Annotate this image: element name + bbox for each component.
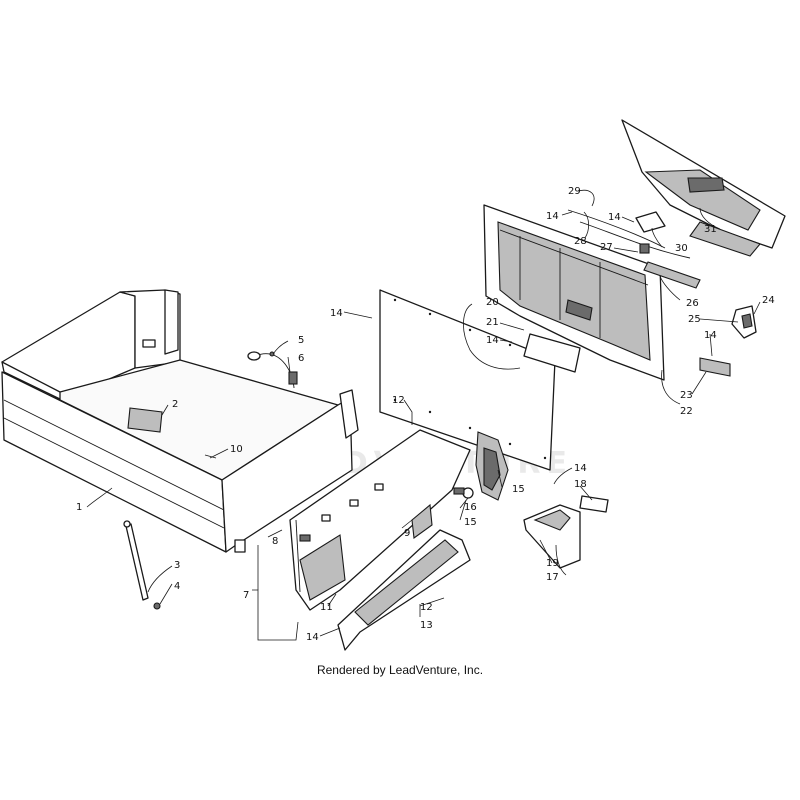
callout-26: 26	[686, 298, 699, 309]
callout-4: 4	[174, 581, 180, 592]
callout-9: 9	[404, 528, 410, 539]
callout-8: 8	[272, 536, 278, 547]
callout-18: 18	[574, 479, 587, 490]
part-cable-handle-assembly	[567, 209, 701, 289]
callout-25: 25	[688, 314, 701, 325]
callout-14-panel: 14	[330, 308, 343, 319]
callout-19: 19	[546, 558, 559, 569]
part-gas-strut	[123, 520, 161, 610]
render-credit: Rendered by LeadVenture, Inc.	[316, 663, 484, 677]
callout-15-lower: 15	[464, 517, 477, 528]
callout-31: 31	[704, 224, 717, 235]
callout-14-plate: 14	[704, 330, 717, 341]
callout-12-upper: 12	[392, 395, 405, 406]
part-tailgate-inner-panel	[289, 429, 471, 611]
callout-17: 17	[546, 572, 559, 583]
part-cargo-box	[1, 289, 359, 553]
callout-16: 16	[464, 502, 477, 513]
callout-21: 21	[486, 317, 499, 328]
callout-15-upper: 15	[512, 484, 525, 495]
part-outer-panel	[621, 119, 786, 257]
leader-lines	[86, 189, 761, 641]
callout-29: 29	[568, 186, 581, 197]
callout-22: 22	[680, 406, 693, 417]
callout-23: 23	[680, 390, 693, 401]
callout-14-handle: 14	[608, 212, 621, 223]
callout-28: 28	[574, 236, 587, 247]
part-plate	[699, 357, 731, 377]
callout-14-trim: 14	[306, 632, 319, 643]
callout-27: 27	[600, 242, 613, 253]
callout-14-cable: 14	[546, 211, 559, 222]
callout-14-tailgate: 14	[486, 335, 499, 346]
part-flat-panel	[379, 289, 556, 471]
part-lower-trim	[337, 529, 471, 651]
callout-labels: 1 2 3 4 5 6 7 8 9 10 11 12 12 13 14 14 1…	[76, 186, 775, 643]
part-tailgate-outer	[483, 204, 665, 381]
part-tailgate-latch	[453, 431, 509, 501]
callout-12-lower: 12	[420, 602, 433, 613]
callout-20: 20	[486, 297, 499, 308]
callout-7: 7	[243, 590, 249, 601]
callout-14-bracket: 14	[574, 463, 587, 474]
callout-3: 3	[174, 560, 180, 571]
callout-13: 13	[420, 620, 433, 631]
callout-10: 10	[230, 444, 243, 455]
callout-1: 1	[76, 502, 82, 513]
callout-24: 24	[762, 295, 775, 306]
callout-6: 6	[298, 353, 304, 364]
part-corner-bracket	[523, 495, 609, 569]
callout-5: 5	[298, 335, 304, 346]
callout-2: 2	[172, 399, 178, 410]
callout-30: 30	[675, 243, 688, 254]
callout-11: 11	[320, 602, 333, 613]
